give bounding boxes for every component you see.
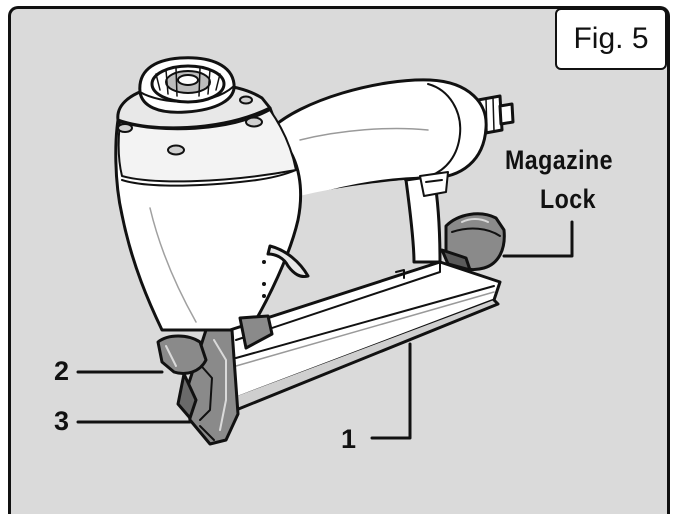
magazine-lock-icon xyxy=(440,212,506,272)
figure-label: Fig. 5 xyxy=(555,8,667,70)
figure-label-text: Fig. 5 xyxy=(573,22,649,55)
callout-magazine-label-line1: Magazine xyxy=(505,145,613,175)
callout-part-1: 1 xyxy=(341,424,357,454)
callout-magazine-label-line2: Lock xyxy=(540,184,596,214)
callout-part-2: 2 xyxy=(54,356,70,386)
magazine-icon xyxy=(228,260,502,412)
leader-lines xyxy=(76,220,574,440)
depth-lever-icon xyxy=(156,334,208,420)
leader-line-1 xyxy=(370,342,412,440)
handle-brace-icon xyxy=(300,171,449,272)
tool-head-icon xyxy=(114,56,303,332)
callout-part-3: 3 xyxy=(54,406,70,436)
trigger-icon xyxy=(262,244,310,298)
handle-icon xyxy=(268,78,488,202)
leader-line-magazine-lock xyxy=(502,220,574,258)
